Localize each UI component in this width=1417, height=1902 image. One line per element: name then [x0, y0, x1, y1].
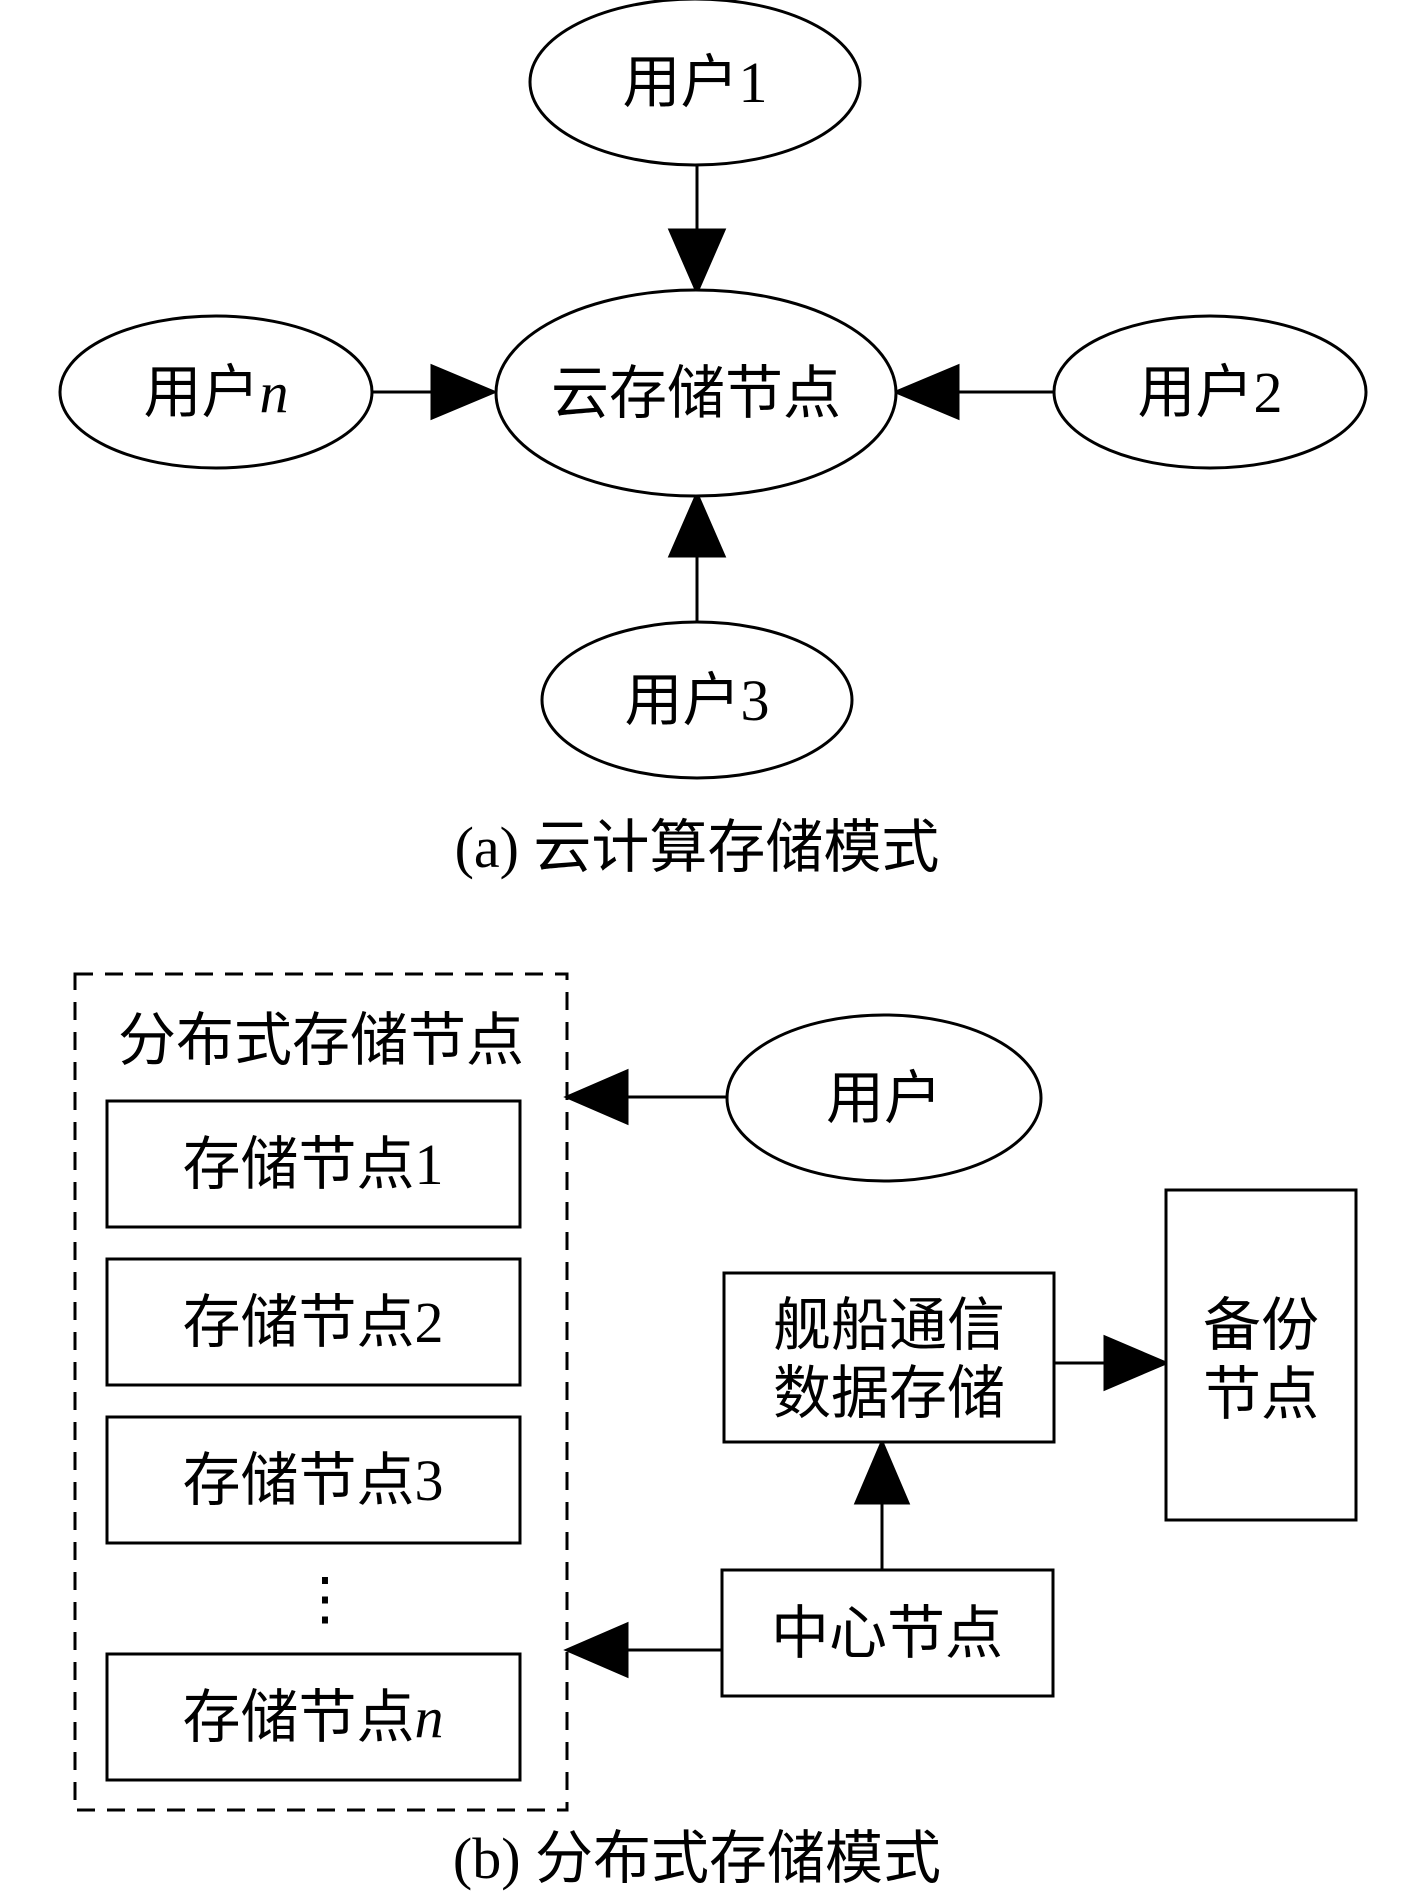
storage-node-n: 存储节点n: [105, 1652, 522, 1782]
storage-node-1-label: 存储节点1: [182, 1132, 443, 1197]
user-1-node: 用户1: [528, 0, 862, 167]
user-node: 用户: [725, 1013, 1043, 1183]
backup-node: 备份 节点: [1164, 1188, 1358, 1522]
ship-data-storage-node: 舰船通信 数据存储: [722, 1271, 1056, 1444]
arrowhead-ship-to-backup: [1103, 1334, 1170, 1392]
cloud-storage-node: 云存储节点: [494, 288, 898, 498]
storage-node-2: 存储节点2: [105, 1257, 522, 1387]
distributed-nodes-group: [73, 972, 569, 1812]
backup-line1: 备份: [1203, 1293, 1319, 1358]
caption-b: (b) 分布式存储模式: [453, 1826, 941, 1891]
storage-node-n-label: 存储节点n: [182, 1685, 443, 1750]
user-2-label: 用户2: [1137, 360, 1282, 425]
user-3-node: 用户3: [540, 620, 854, 780]
user-n-label: 用户n: [143, 360, 288, 425]
arrowhead-center-to-ship: [853, 1438, 911, 1505]
ship-data-line2: 数据存储: [773, 1361, 1005, 1426]
user-n-node: 用户n: [58, 314, 374, 470]
user-2-node: 用户2: [1052, 314, 1368, 470]
group-title: 分布式存储节点: [118, 1008, 524, 1073]
user-1-label: 用户1: [622, 50, 767, 115]
center-node-label: 中心节点: [771, 1601, 1003, 1666]
caption-a: (a) 云计算存储模式: [455, 815, 940, 880]
arrowhead-usern: [430, 363, 498, 421]
cloud-storage-label: 云存储节点: [551, 361, 841, 426]
center-node: 中心节点: [720, 1568, 1055, 1698]
part-a-arrows: [372, 165, 1054, 622]
storage-node-3-label: 存储节点3: [182, 1448, 443, 1513]
arrowhead-user-to-group: [563, 1068, 629, 1126]
part-b-arrows: [563, 1068, 1170, 1679]
backup-line2: 节点: [1203, 1362, 1319, 1427]
user-3-label: 用户3: [624, 668, 769, 733]
arrowhead-center-to-group: [563, 1621, 629, 1679]
part-b-distributed-storage: 分布式存储节点 存储节点1 存储节点2 存储节点3 ⋮ 存储节点n: [73, 972, 1358, 1891]
storage-node-2-label: 存储节点2: [182, 1290, 443, 1355]
user-label: 用户: [826, 1066, 942, 1131]
part-a-cloud-storage: 用户1 云存储节点 用户n 用户2 用户3 (a) 云计算存储模式: [58, 0, 1368, 880]
vertical-ellipsis: ⋮: [296, 1566, 354, 1631]
ship-data-line1: 舰船通信: [773, 1293, 1005, 1358]
arrowhead-user1: [667, 228, 727, 296]
arrowhead-user2: [892, 363, 960, 421]
storage-node-1: 存储节点1: [105, 1099, 522, 1229]
arrowhead-user3: [667, 490, 727, 558]
storage-node-3: 存储节点3: [105, 1415, 522, 1545]
